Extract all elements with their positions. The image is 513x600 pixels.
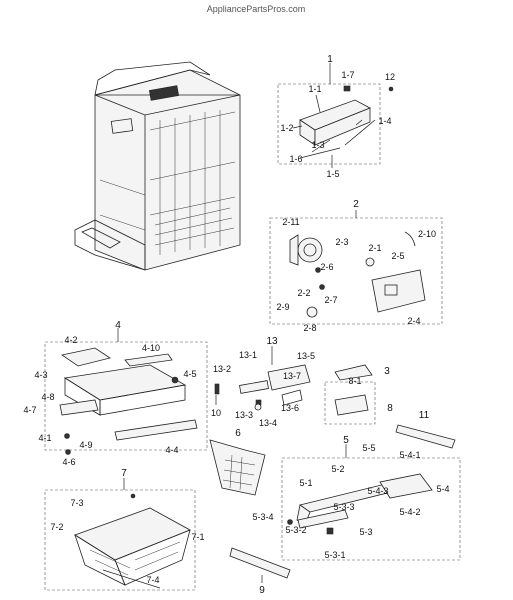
label-5-4-2: 5-4-2 (399, 507, 420, 517)
label-5-3: 5-3 (359, 527, 372, 537)
label-5-1: 5-1 (299, 478, 312, 488)
label-4-7: 4-7 (23, 405, 36, 415)
label-10: 10 (211, 408, 221, 418)
label-1-4: 1-4 (378, 116, 391, 126)
label-2: 2 (353, 199, 359, 210)
label-11: 11 (419, 410, 430, 421)
label-4-10: 4-10 (142, 343, 160, 353)
label-5-4-1: 5-4-1 (399, 450, 420, 460)
label-4-8: 4-8 (41, 392, 54, 402)
label-5-3-2: 5-3-2 (285, 525, 306, 535)
group-5 (281, 444, 461, 561)
label-8: 8 (387, 403, 393, 414)
label-2-7: 2-7 (324, 295, 337, 305)
label-5-3-1: 5-3-1 (324, 550, 345, 560)
label-13-6: 13-6 (281, 403, 299, 413)
label-2-5: 2-5 (391, 251, 404, 261)
label-13-7: 13-7 (283, 371, 301, 381)
label-7-4: 7-4 (146, 575, 159, 585)
refrigerator-cabinet (74, 61, 241, 271)
label-1-1: 1-1 (308, 84, 321, 94)
label-4: 4 (115, 320, 121, 331)
label-2-4: 2-4 (407, 316, 420, 326)
label-7-1: 7-1 (191, 532, 204, 542)
group-4 (44, 328, 208, 455)
label-7-3: 7-3 (70, 498, 83, 508)
label-1: 1 (327, 54, 333, 65)
label-1-7: 1-7 (341, 70, 354, 80)
label-5-4: 5-4 (436, 484, 449, 494)
label-6: 6 (235, 428, 241, 439)
label-13-5: 13-5 (297, 351, 315, 361)
label-13-1: 13-1 (239, 350, 257, 360)
group-13 (214, 346, 311, 411)
part-labels: 1 1-1 1-7 12 1-2 1-4 1-3 1-6 1-5 2 2-11 … (23, 54, 449, 596)
label-4-1: 4-1 (38, 433, 51, 443)
part-3 (334, 364, 373, 381)
label-13-2: 13-2 (213, 364, 231, 374)
label-2-2: 2-2 (297, 288, 310, 298)
label-5-3-4: 5-3-4 (252, 512, 273, 522)
label-4-3: 4-3 (34, 370, 47, 380)
label-4-2: 4-2 (64, 335, 77, 345)
label-13-3: 13-3 (235, 410, 253, 420)
label-4-6: 4-6 (62, 457, 75, 467)
part-6 (209, 439, 266, 496)
label-2-11: 2-11 (282, 217, 299, 227)
label-1-3: 1-3 (311, 140, 324, 150)
group-8 (324, 381, 376, 425)
label-13-4: 13-4 (259, 418, 277, 428)
group-2 (269, 210, 443, 325)
label-9: 9 (259, 585, 265, 596)
label-5-4-3: 5-4-3 (367, 486, 388, 496)
group-7 (44, 478, 196, 591)
label-5-2: 5-2 (331, 464, 344, 474)
label-2-3: 2-3 (335, 237, 348, 247)
part-9 (229, 547, 291, 583)
label-2-9: 2-9 (276, 302, 289, 312)
label-13: 13 (266, 336, 278, 347)
label-1-5: 1-5 (326, 169, 339, 179)
label-2-6: 2-6 (320, 262, 333, 272)
group-1 (277, 63, 394, 168)
label-1-6: 1-6 (289, 154, 302, 164)
part-11 (395, 424, 456, 449)
label-8-1: 8-1 (348, 376, 361, 386)
label-2-8: 2-8 (303, 323, 316, 333)
label-3: 3 (384, 366, 390, 377)
label-5: 5 (343, 435, 349, 446)
label-5-3-3: 5-3-3 (333, 502, 354, 512)
label-4-4: 4-4 (165, 445, 178, 455)
label-12: 12 (385, 72, 395, 82)
label-2-10: 2-10 (418, 229, 436, 239)
label-2-1: 2-1 (368, 243, 381, 253)
label-5-5: 5-5 (362, 443, 375, 453)
label-1-2: 1-2 (280, 123, 293, 133)
watermark-text: AppliancePartsPros.com (207, 4, 306, 14)
label-7-2: 7-2 (50, 522, 63, 532)
label-4-9: 4-9 (79, 440, 92, 450)
label-7: 7 (121, 468, 127, 479)
label-4-5: 4-5 (183, 369, 196, 379)
